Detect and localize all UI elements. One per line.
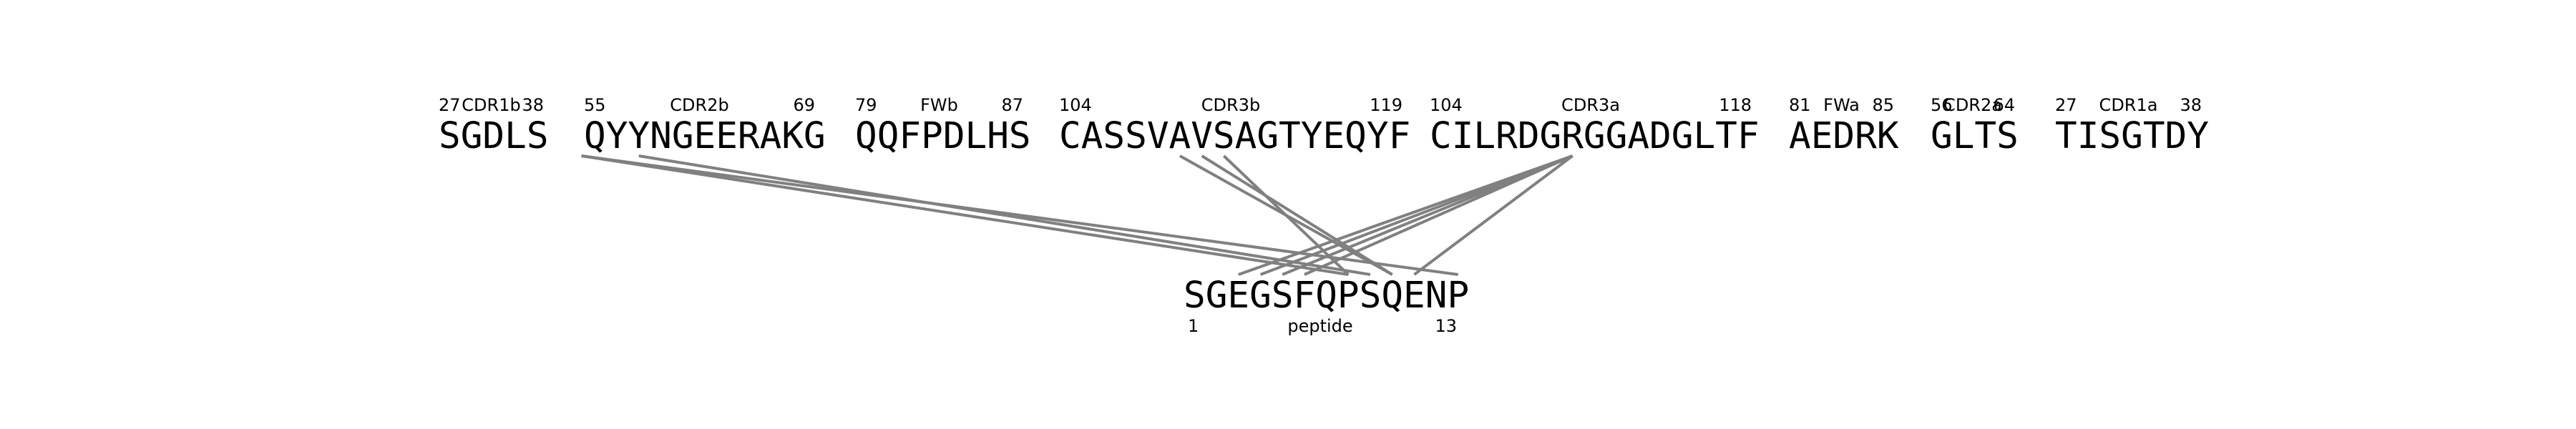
- segment-end-number: 118: [1719, 95, 1752, 115]
- contact-line-cdr3a-7-to-peptide-6: [1304, 154, 1574, 276]
- segment-label: CDR2b: [670, 95, 729, 115]
- segment-label: FWa: [1823, 95, 1860, 115]
- segment-end-number: 38: [522, 95, 544, 115]
- contact-line-cdr3a-7-to-peptide-11: [1413, 154, 1574, 276]
- segment-start-number: 55: [584, 95, 606, 115]
- segment-label: CDR2a: [1943, 95, 2002, 115]
- peptide-sequence: SGEGSFQPSQENP: [1184, 275, 1470, 317]
- segment-start-number: 104: [1059, 95, 1092, 115]
- segment-end-number: 38: [2180, 95, 2202, 115]
- segment-sequence: AEDRK: [1789, 115, 1899, 157]
- segment-start-number: 81: [1789, 95, 1811, 115]
- segment-sequence: GLTS: [1931, 115, 2019, 157]
- segment-sequence: QYYNGEERAKG: [584, 115, 826, 157]
- peptide-sequence-block: SGEGSFQPSQENP 1 peptide 13: [1184, 277, 1469, 342]
- segment-label: CDR1a: [2099, 95, 2158, 115]
- segment-start-number: 79: [855, 95, 877, 115]
- contact-line-cdr3b-7-to-peptide-10: [1201, 154, 1393, 276]
- segment-start-number: 27: [439, 95, 461, 115]
- segment-sequence: TISGTDY: [2055, 115, 2209, 157]
- segment-sequence: CASSVAVSAGTYEQYF: [1059, 115, 1411, 157]
- peptide-end-number: 13: [1435, 316, 1457, 336]
- segment-label: CDR1b: [462, 95, 521, 115]
- segment-end-number: 64: [1993, 95, 2015, 115]
- segment-label: CDR3b: [1201, 95, 1261, 115]
- segment-end-number: 69: [793, 95, 815, 115]
- segment-label: FWb: [920, 95, 958, 115]
- contact-line-cdr2b-3-to-peptide-9: [638, 154, 1371, 276]
- contact-line-cdr3a-7-to-peptide-5: [1282, 154, 1574, 276]
- peptide-start-number: 1: [1188, 316, 1199, 336]
- segment-start-number: 56: [1931, 95, 1953, 115]
- segment-start-number: 104: [1430, 95, 1463, 115]
- segment-label: CDR3a: [1561, 95, 1620, 115]
- segment-sequence: CILRDGRGGADGLTF: [1430, 115, 1760, 157]
- peptide-label: peptide: [1287, 316, 1353, 336]
- segment-end-number: 119: [1370, 95, 1402, 115]
- contact-line-cdr1b-7-to-peptide-8: [581, 154, 1349, 276]
- segment-sequence: SGDLS: [439, 115, 549, 157]
- segment-start-number: 27: [2055, 95, 2077, 115]
- segment-end-number: 87: [1001, 95, 1023, 115]
- segment-sequence: QQFPDLHS: [855, 115, 1031, 157]
- segment-end-number: 85: [1872, 95, 1894, 115]
